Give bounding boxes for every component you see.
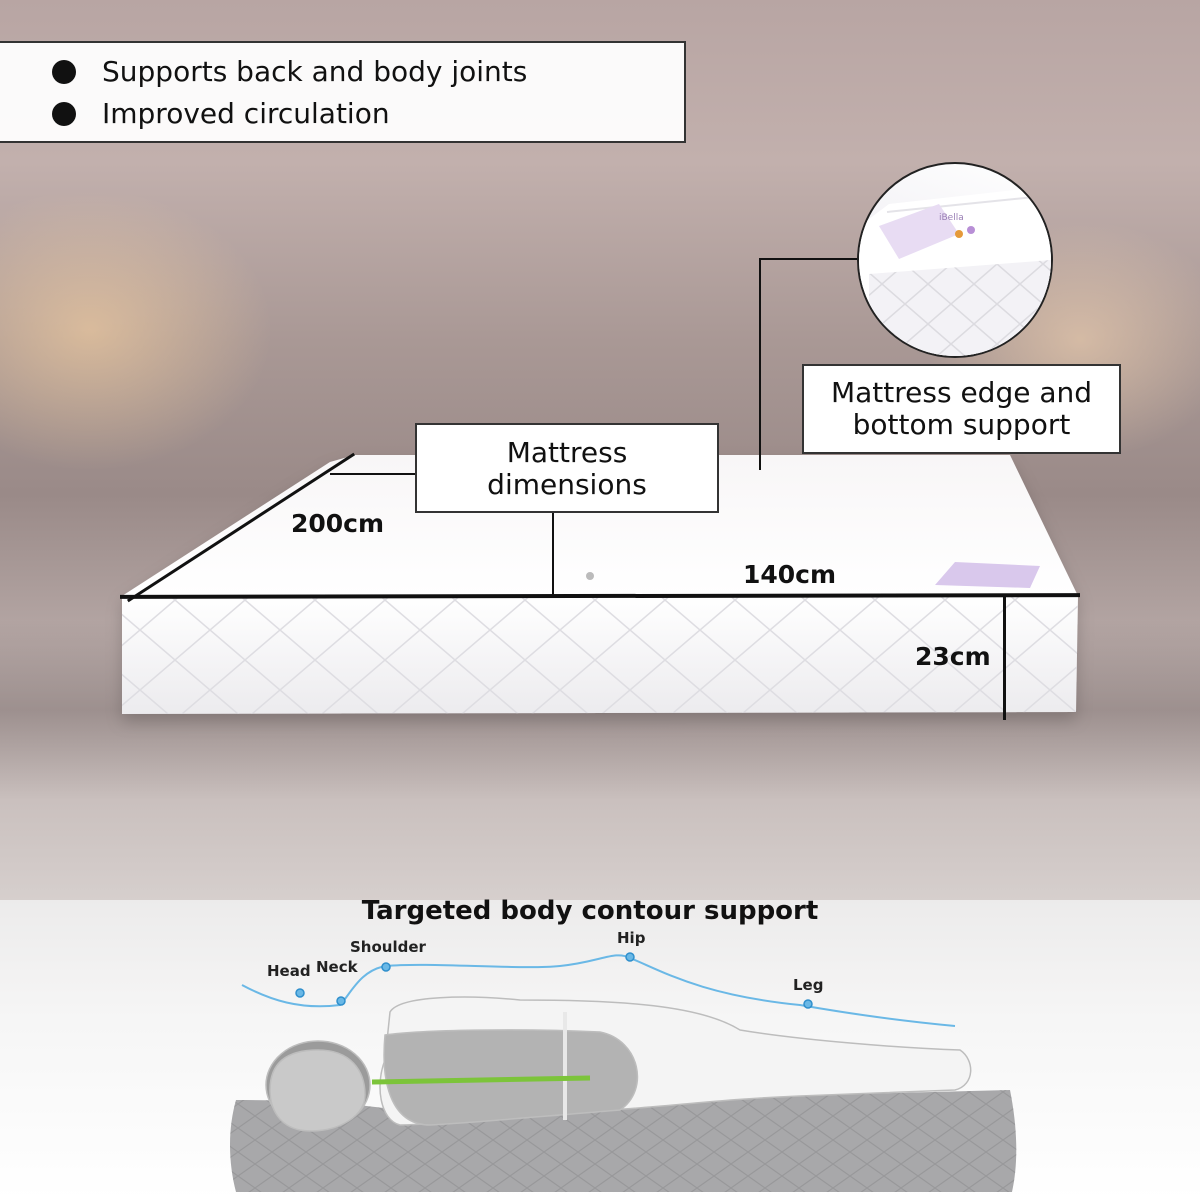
hip-label: Hip (617, 929, 646, 947)
head-label: Head (267, 962, 311, 980)
mattress-corner-closeup: iBella (859, 186, 1051, 356)
leg-label: Leg (793, 976, 824, 994)
mattress-illustration (122, 455, 1078, 714)
edge-support-box: Mattress edge and bottom support (802, 364, 1121, 454)
hip-point (625, 952, 635, 962)
edge-leader-horizontal (759, 258, 859, 260)
spine-marker (563, 1012, 567, 1120)
feature-label: Improved circulation (102, 97, 390, 130)
neck-label: Neck (316, 958, 358, 976)
dimensions-title-line2: dimensions (487, 468, 647, 501)
brand-text: iBella (939, 213, 964, 223)
head-point (295, 988, 305, 998)
shoulder-label: Shoulder (350, 938, 426, 956)
neck-point (336, 996, 346, 1006)
mattress-dimensions-box: Mattress dimensions (415, 423, 719, 513)
bullet-icon (52, 101, 76, 126)
feature-label: Supports back and body joints (102, 55, 528, 88)
feature-item: Improved circulation (52, 97, 390, 130)
height-label: 23cm (915, 642, 991, 671)
length-label: 200cm (291, 509, 385, 538)
width-label: 140cm (743, 560, 837, 589)
dims-leader-horizontal (330, 473, 416, 475)
shoulder-point (381, 962, 391, 972)
leg-point (803, 999, 813, 1009)
spine-alignment-line (371, 1075, 591, 1085)
bullet-icon (52, 59, 76, 84)
features-box: Supports back and body joints Improved c… (0, 41, 686, 143)
edge-leader-vertical (759, 258, 761, 470)
edge-support-line1: Mattress edge and (830, 376, 1093, 409)
edge-zoom-circle: iBella (857, 162, 1053, 358)
feature-item: Supports back and body joints (52, 55, 527, 88)
body-contour-diagram (230, 952, 1017, 1192)
edge-support-line2: bottom support (852, 408, 1071, 441)
height-dimension-line (1003, 594, 1006, 720)
dimensions-title-line1: Mattress (506, 436, 628, 469)
dims-leader-vertical (552, 512, 554, 598)
contour-title: Targeted body contour support (361, 896, 819, 926)
